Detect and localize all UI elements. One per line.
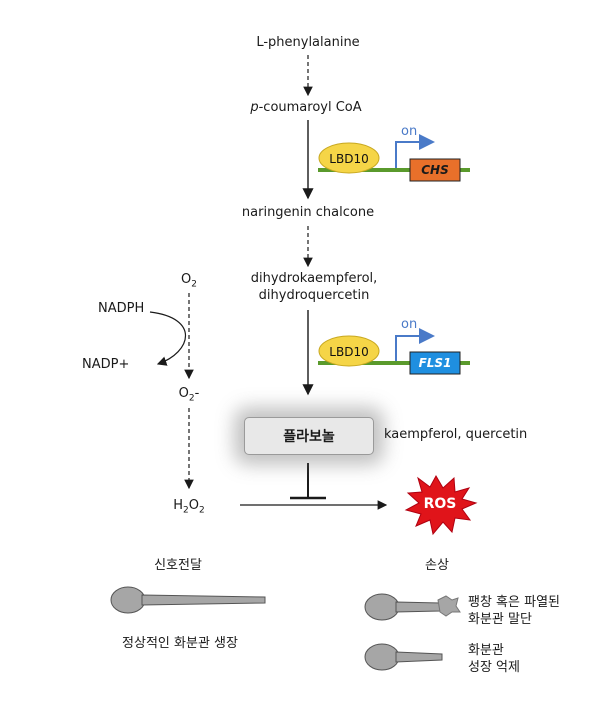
on-arrow-fls1: [395, 328, 435, 361]
flavonol-box: 플라보놀: [244, 417, 374, 455]
label-signaling: 신호전달: [154, 558, 202, 573]
label-o2: O2: [181, 272, 197, 293]
label-naringenin-chalcone: naringenin chalcone: [241, 205, 375, 220]
on-arrow-chs: [395, 134, 435, 168]
label-dihydroquercetin: dihydroquercetin: [258, 288, 370, 303]
label-h2o2: H2O2: [173, 498, 204, 519]
pollen-tube-arrested: [364, 643, 443, 671]
label-p-italic: p: [250, 100, 259, 115]
h2o2-sub1: 2: [183, 505, 189, 516]
lbd10-chs-label: LBD10: [329, 152, 369, 166]
lbd10-fls1-ellipse: [318, 335, 380, 367]
label-coumaroyl-rest: -coumaroyl CoA: [258, 100, 362, 115]
chs-gene-label: CHS: [421, 163, 449, 177]
superoxide-o: O: [178, 386, 189, 401]
o2-sub: 2: [191, 279, 197, 290]
fls1-gene-label: FLS1: [418, 356, 452, 370]
h2o2-sub2: 2: [199, 505, 205, 516]
superoxide-sup: -: [194, 386, 200, 401]
h2o2-h: H: [173, 498, 184, 513]
label-nadph: NADPH: [98, 301, 145, 316]
lbd10-fls1-label: LBD10: [329, 345, 369, 359]
label-flavonol-examples: kaempferol, quercetin: [384, 427, 528, 442]
label-nadp: NADP+: [82, 357, 130, 372]
pollen-tube-burst: [364, 593, 461, 621]
ros-burst: [404, 474, 478, 536]
label-dihydrokaempferol: dihydrokaempferol,: [250, 271, 378, 286]
chs-on-label: on: [401, 124, 418, 139]
caption-growth-arrest: 화분관 성장 억제: [468, 643, 520, 675]
label-damage: 손상: [425, 558, 449, 573]
label-superoxide: O2-: [179, 386, 200, 407]
superoxide-sub: 2: [188, 393, 195, 404]
fls1-on-label: on: [401, 317, 418, 332]
ros-label: ROS: [423, 496, 457, 512]
chs-gene-box: [409, 158, 461, 182]
pollen-tube-normal: [110, 586, 266, 614]
lbd10-chs-ellipse: [318, 142, 380, 174]
flavonol-label: 플라보놀: [283, 429, 335, 445]
caption-normal-growth: 정상적인 화분관 생장: [122, 636, 238, 651]
arrow-nadph-to-nadp: [149, 311, 187, 366]
label-p-coumaroyl-coa: p-coumaroyl CoA: [250, 100, 361, 116]
caption-burst-tip: 팽창 혹은 파열된 화분관 말단: [468, 595, 560, 627]
label-l-phenylalanine: L-phenylalanine: [256, 35, 360, 50]
h2o2-o: O: [188, 498, 200, 513]
fls1-gene-box: [409, 351, 461, 375]
o2-o: O: [181, 272, 192, 287]
